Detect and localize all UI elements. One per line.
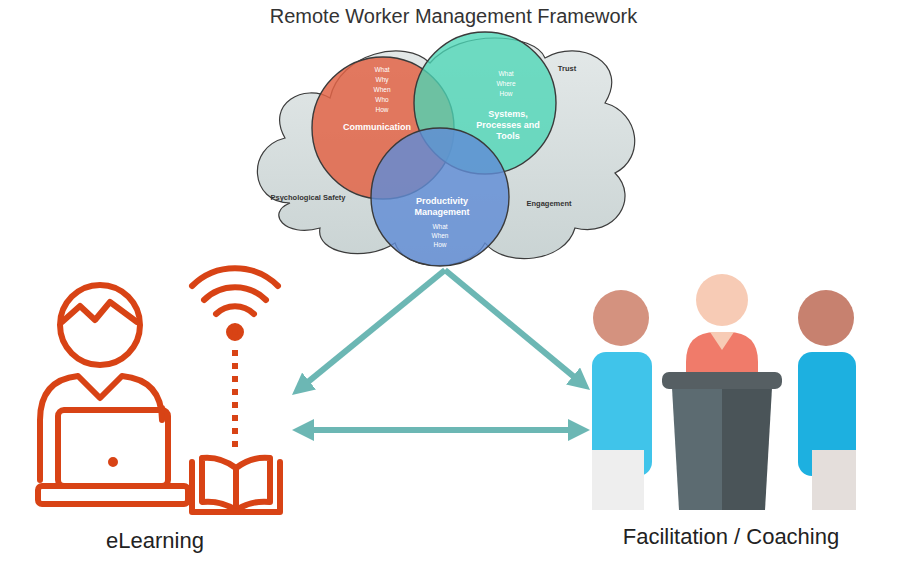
elearning-node: eLearning: [30, 275, 292, 560]
laptop-dot: [111, 460, 115, 464]
book-pages: [202, 458, 270, 510]
node-label: Facilitation / Coaching: [623, 524, 839, 550]
wifi-signal-line: [232, 350, 238, 448]
wifi-arc: [192, 268, 278, 286]
person-head: [593, 290, 649, 346]
facilitation-icon: [592, 274, 856, 510]
venn-circle: Productivity ManagementWhat When How: [370, 127, 510, 267]
wifi-arc: [216, 306, 254, 314]
cloud-label: Psychological Safety: [270, 193, 345, 202]
person-hair: [62, 302, 137, 322]
podium-body: [672, 388, 722, 510]
circle-heading: Productivity Management: [402, 196, 482, 218]
person-head: [798, 290, 854, 346]
person-legs: [592, 450, 644, 510]
podium-body: [722, 388, 772, 510]
node-label: eLearning: [106, 528, 204, 554]
diagram-title: Remote Worker Management Framework: [0, 5, 907, 28]
cloud-region: TrustPsychological SafetyEngagementWhat …: [245, 28, 640, 270]
cloud-label: Engagement: [526, 199, 571, 208]
wifi-arc: [204, 287, 266, 300]
venn-circle-shape: [371, 128, 509, 266]
question-list: What Why When Who How: [374, 65, 391, 115]
book-spine: [233, 470, 239, 506]
speaker-head: [696, 274, 748, 326]
elearning-icon: [38, 268, 280, 512]
circle-heading: Communication: [343, 122, 411, 133]
connector-arrow: [445, 270, 579, 381]
wifi-dot: [229, 326, 241, 338]
laptop-screen: [58, 410, 168, 486]
podium-top: [662, 372, 782, 389]
cloud-label: Trust: [558, 64, 576, 73]
speaker-collar: [710, 332, 734, 350]
question-list: What Where How: [496, 69, 515, 99]
question-list: What When How: [432, 222, 449, 249]
person-legs: [812, 450, 856, 510]
connector-arrow: [303, 270, 445, 386]
facilitation-node: Facilitation / Coaching: [590, 280, 880, 560]
connector-arrow: [306, 427, 576, 433]
circle-heading: Systems, Processes and Tools: [471, 109, 545, 142]
laptop-base: [38, 486, 188, 504]
person-head: [60, 285, 140, 365]
